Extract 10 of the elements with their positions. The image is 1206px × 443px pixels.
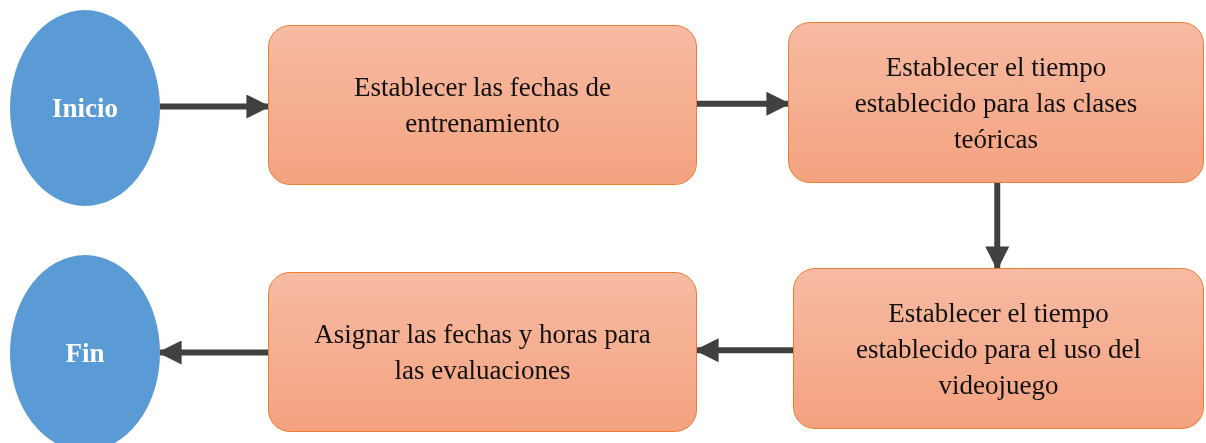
process-box: [268, 272, 697, 432]
process-text: Establecer el tiempo establecido para las clases teóricas: [853, 50, 1139, 156]
process-box: [793, 268, 1204, 429]
process-box: [268, 25, 697, 185]
process-text: Asignar las fechas y horas para las evaluaciones: [313, 318, 652, 387]
process-text: Establecer las fechas de entrenamiento: [352, 71, 613, 140]
process-box: [788, 22, 1204, 183]
terminal-label: Fin: [65, 337, 105, 369]
process-text: Establecer el tiempo establecido para el uso del videojuego: [855, 296, 1142, 402]
terminal-label: Inicio: [52, 92, 118, 124]
